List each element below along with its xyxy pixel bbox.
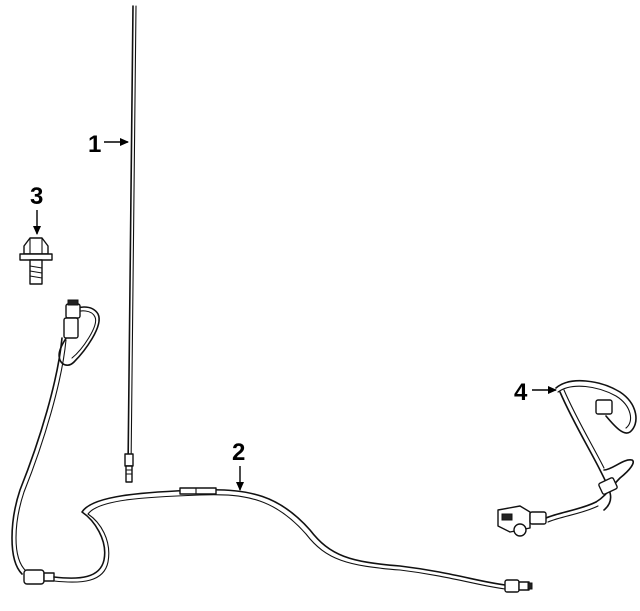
antenna-mast[interactable] [124, 5, 137, 483]
callout-4: 4 [514, 379, 557, 406]
antenna-cable[interactable] [11, 299, 533, 593]
callout-1: 1 [88, 131, 129, 158]
callout-label-1: 1 [88, 131, 101, 158]
antenna-harness[interactable] [497, 379, 637, 537]
callout-3: 3 [30, 183, 43, 235]
mounting-bolt[interactable] [19, 237, 53, 285]
callout-label-4: 4 [514, 379, 528, 406]
callout-label-3: 3 [30, 183, 43, 210]
callout-label-2: 2 [232, 439, 245, 466]
callout-2: 2 [232, 439, 245, 491]
